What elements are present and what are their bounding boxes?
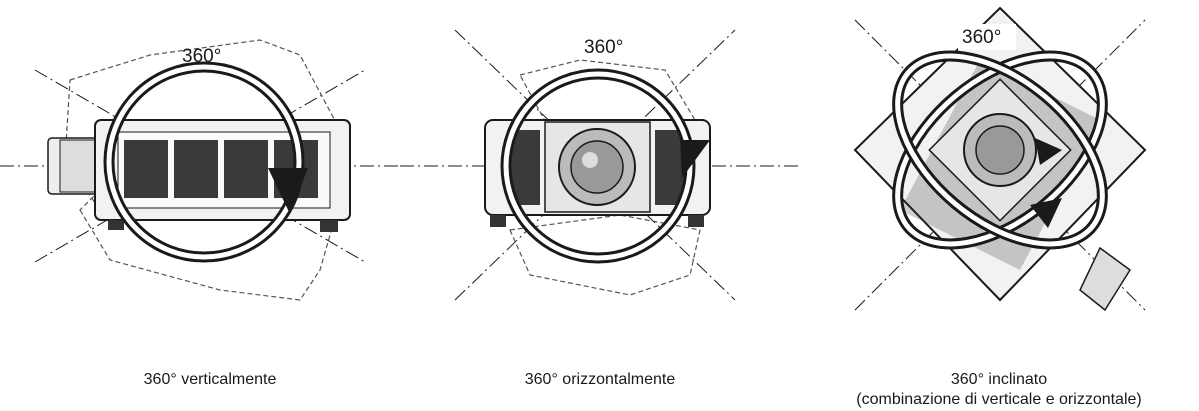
panel-tilted: 360° 360° inclinato (combinazione di ver… [800,0,1199,411]
rotation-arrow-icon [892,50,1108,250]
horizontal-rotation-diagram [400,29,800,301]
caption-text: 360° orizzontalmente [524,371,676,388]
caption: 360° verticalmente [60,370,360,390]
angle-label: 360° [962,27,1002,48]
caption-text: 360° verticalmente [143,371,277,388]
panel-horizontal: 360° 360° orizzontalmente [400,0,800,411]
projector-tilted-view [853,6,1147,312]
angle-label: 360° [182,46,222,67]
rotation-arrow-icon [500,68,710,264]
caption: 360° inclinato (combinazione di vertical… [850,370,1148,410]
tilted-rotation-diagram [853,6,1147,312]
panel-vertical: 360° 360° verticalmente [0,0,400,411]
caption-text-line2: (combinazione di verticale e orizzontale… [856,391,1142,408]
caption-text: 360° inclinato [950,371,1048,388]
vertical-rotation-diagram [0,39,400,301]
angle-label: 360° [584,37,624,58]
caption: 360° orizzontalmente [450,370,750,390]
projector-front-view [484,119,711,227]
rotation-arrow-icon [103,61,308,263]
